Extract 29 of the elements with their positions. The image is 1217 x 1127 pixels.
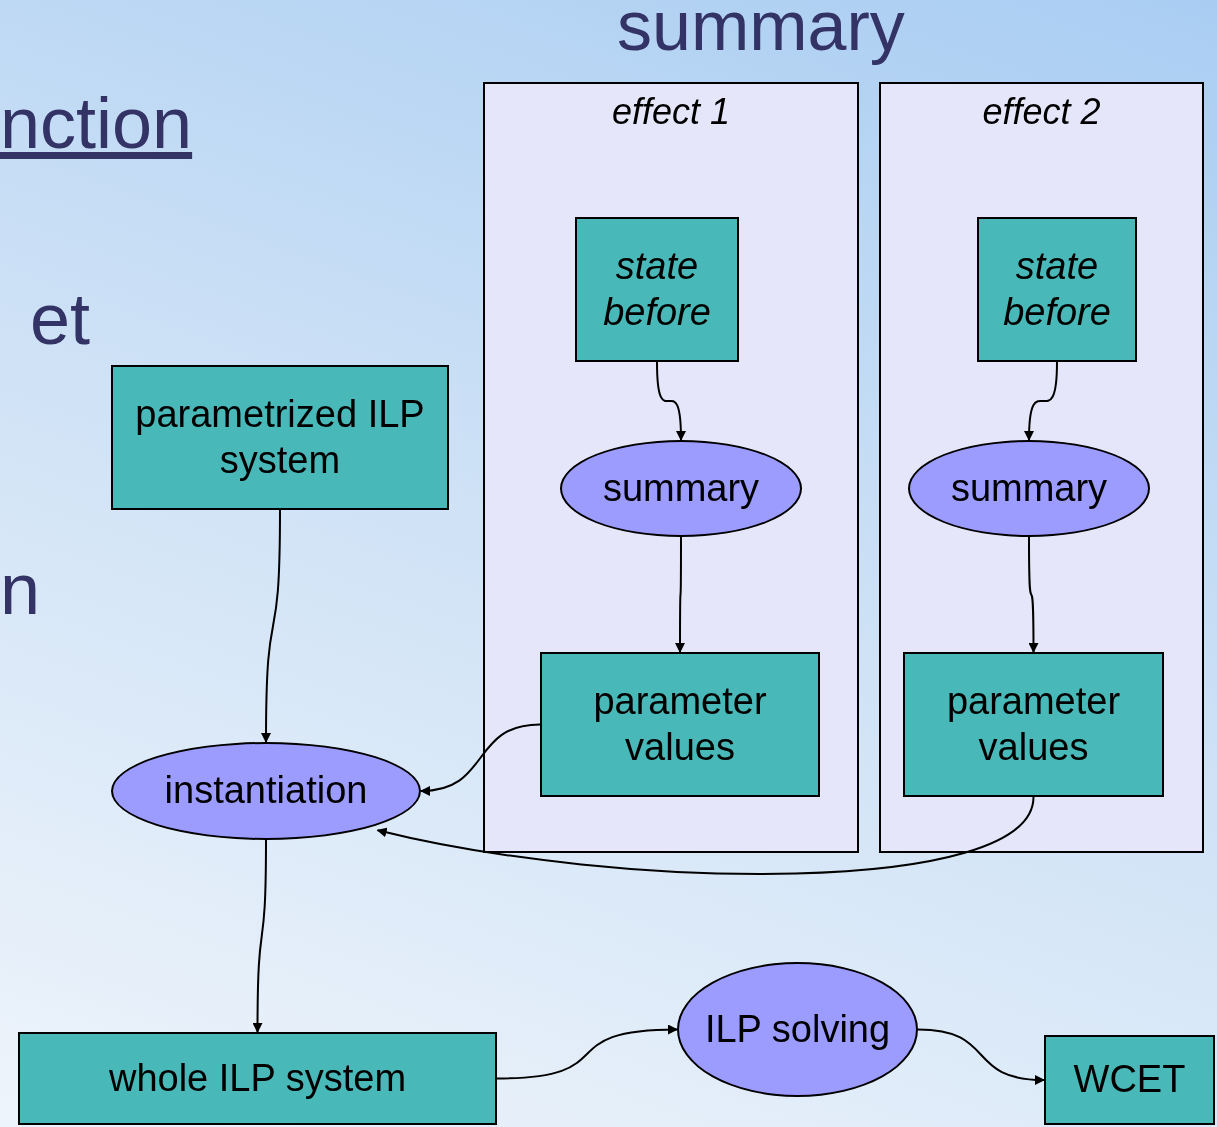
arrow <box>376 796 1035 875</box>
process-box: parameter values <box>540 652 820 797</box>
process-ellipse: ILP solving <box>677 962 918 1097</box>
process-ellipse: instantiation <box>111 742 421 840</box>
background-slide-text: et <box>30 278 91 360</box>
process-box: state before <box>977 217 1137 362</box>
group-title: effect 2 <box>982 90 1101 134</box>
group-panel <box>879 82 1204 853</box>
arrow <box>420 723 541 796</box>
process-ellipse: summary <box>560 440 802 537</box>
process-box: parametrized ILP system <box>111 365 449 510</box>
group-panel <box>483 82 859 853</box>
background-slide-text: n <box>0 548 41 630</box>
process-ellipse: summary <box>908 440 1150 537</box>
process-box: state before <box>575 217 739 362</box>
arrow <box>1024 361 1058 441</box>
process-box: whole ILP system <box>18 1032 497 1125</box>
arrow <box>261 509 281 743</box>
slide-title: summary <box>617 0 905 66</box>
group-title: effect 1 <box>611 90 731 134</box>
arrow <box>1028 536 1039 653</box>
arrow <box>252 839 267 1033</box>
process-box: WCET <box>1044 1035 1215 1125</box>
arrow <box>656 361 686 441</box>
process-box: parameter values <box>903 652 1164 797</box>
background-slide-text: nction <box>0 82 193 164</box>
arrow <box>917 1028 1045 1085</box>
arrow <box>496 1024 678 1080</box>
arrow <box>675 536 685 653</box>
